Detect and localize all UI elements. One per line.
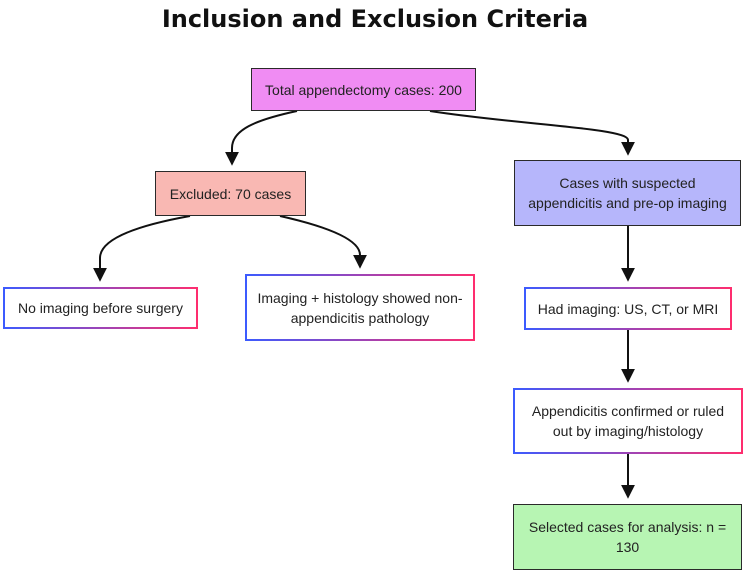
arrow-total-to-excluded — [225, 110, 298, 166]
node-imaging-histology: Imaging + histology showed non-appendici… — [245, 274, 475, 341]
arrow-total-to-suspected — [429, 110, 635, 156]
diagram-title: Inclusion and Exclusion Criteria — [161, 5, 589, 33]
node-no-imaging-label: No imaging before surgery — [18, 300, 183, 316]
arrow-excluded-to-noimaging — [93, 215, 191, 282]
node-selected-cases-label: Selected cases for analysis: n = 130 — [528, 519, 727, 555]
node-confirmed-or-ruled-out-label: Appendicitis confirmed or ruled out by i… — [531, 403, 725, 439]
node-excluded: Excluded: 70 cases — [155, 171, 306, 216]
node-total-cases: Total appendectomy cases: 200 — [251, 68, 476, 111]
node-suspected-appendicitis: Cases with suspected appendicitis and pr… — [514, 160, 741, 226]
arrow-excluded-to-imaging-histology — [279, 215, 367, 269]
node-total-cases-label: Total appendectomy cases: 200 — [265, 81, 462, 98]
node-had-imaging: Had imaging: US, CT, or MRI — [524, 287, 732, 330]
node-suspected-appendicitis-label: Cases with suspected appendicitis and pr… — [528, 175, 727, 211]
node-selected-cases: Selected cases for analysis: n = 130 — [513, 504, 742, 570]
node-confirmed-or-ruled-out: Appendicitis confirmed or ruled out by i… — [513, 388, 743, 454]
node-excluded-label: Excluded: 70 cases — [169, 185, 292, 202]
node-had-imaging-label: Had imaging: US, CT, or MRI — [537, 300, 719, 317]
node-imaging-histology-label: Imaging + histology showed non-appendici… — [257, 289, 463, 326]
node-no-imaging: No imaging before surgery — [3, 287, 198, 329]
